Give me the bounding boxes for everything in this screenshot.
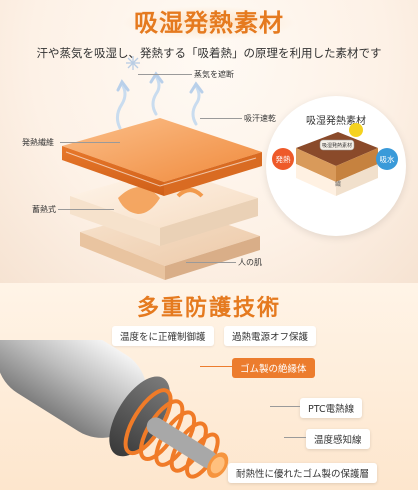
- page-title: 吸湿発熱素材: [134, 9, 284, 37]
- label-steam: 蒸気を遮断: [194, 70, 234, 79]
- label-heat-fiber: 発熱繊維: [22, 138, 54, 147]
- feature-tag: 温度をに正確制御護: [112, 326, 214, 346]
- part-label: ゴム製の絶縁体: [232, 358, 315, 378]
- leader-line: [200, 366, 232, 367]
- page-subtitle: 汗や蒸気を吸湿し、発熱する「吸着熱」の原理を利用した素材です: [36, 46, 382, 60]
- fabric-layers-illustration: [62, 56, 262, 280]
- leader-line: [200, 118, 242, 119]
- leader-line: [58, 209, 114, 210]
- part-label: PTC電熱線: [300, 398, 363, 418]
- material-block-illustration: 吸湿発熱素材 繊: [296, 123, 378, 196]
- part-label: 温度感知線: [306, 429, 370, 449]
- absorb-badge: 吸水: [376, 148, 398, 170]
- leader-line: [186, 262, 236, 263]
- leader-line: [284, 437, 306, 438]
- heating-cable-illustration: [0, 340, 229, 479]
- label-heat-storage: 蓄熱式: [32, 205, 56, 214]
- feature-tag: 過熱電源オフ保護: [224, 326, 317, 346]
- snowflake-icon: [126, 56, 140, 70]
- leader-line: [270, 406, 300, 407]
- vapor-arrows: [115, 71, 204, 130]
- label-absorb: 吸汗速乾: [244, 114, 276, 123]
- label-skin: 人の肌: [238, 258, 262, 267]
- heat-storage-layer: [70, 168, 258, 246]
- heat-fiber-layer: [62, 118, 262, 196]
- title-highlight: [122, 6, 296, 40]
- leader-line: [138, 74, 192, 75]
- protection-title: 多重防護技術: [136, 296, 281, 321]
- circle-title: 吸湿発熱素材: [306, 116, 366, 127]
- leader-line: [60, 142, 120, 143]
- heat-badge: 発熱: [272, 148, 294, 170]
- part-label: 耐熱性に優れたゴム製の保護層: [228, 463, 378, 483]
- core-label: 吸湿発熱素材: [322, 142, 352, 149]
- fiber-label: 繊: [335, 180, 341, 188]
